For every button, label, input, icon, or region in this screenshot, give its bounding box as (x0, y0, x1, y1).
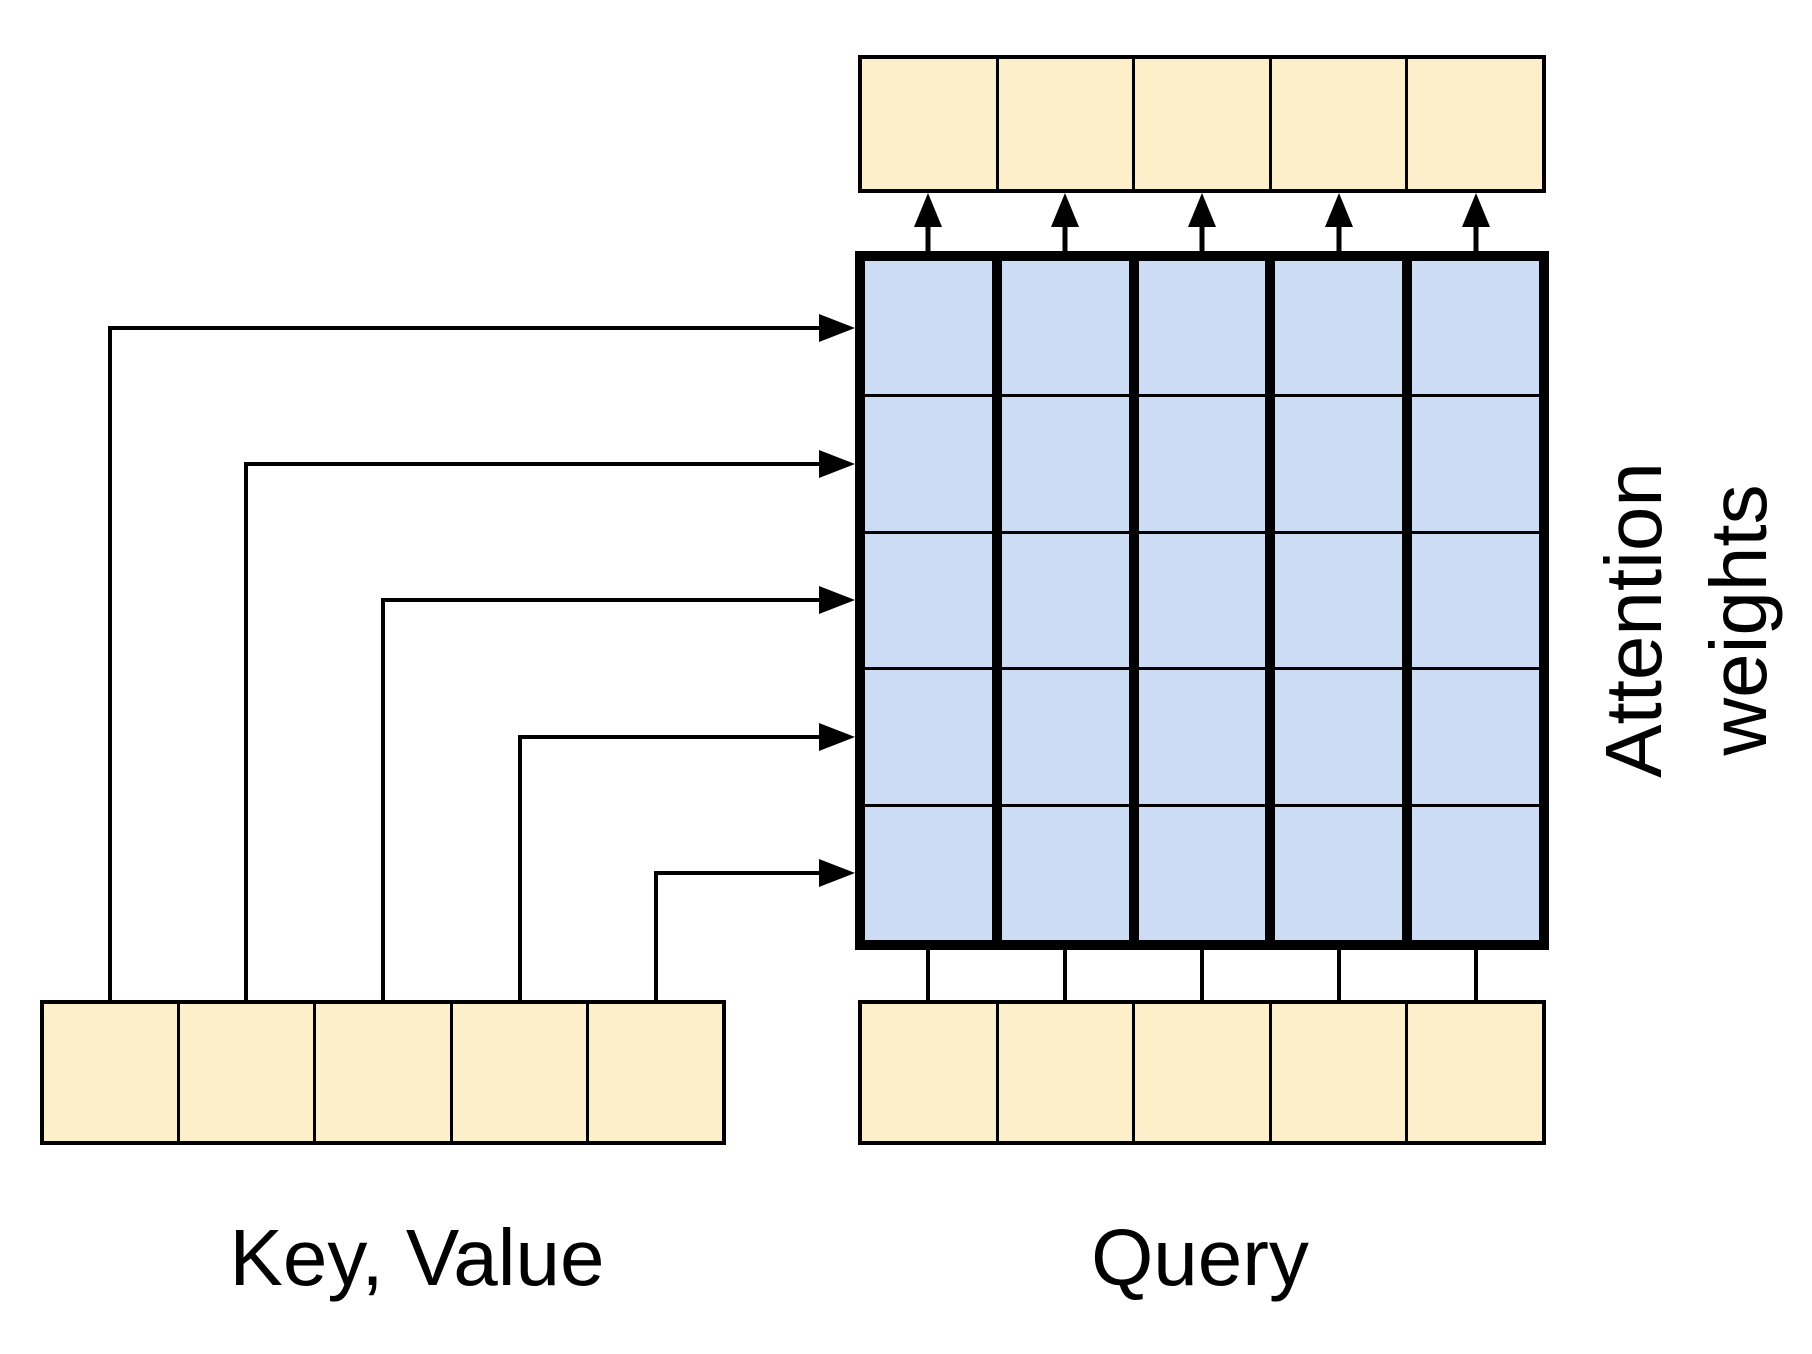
up-arrow-icon (1188, 193, 1216, 251)
query-cell (1135, 1004, 1269, 1141)
key-value-cell (316, 1004, 450, 1141)
elbow-horizontal-line (654, 871, 821, 875)
up-arrow-icon (1462, 193, 1490, 251)
query-connector-line (926, 950, 930, 1000)
query-cell (998, 1004, 1133, 1141)
matrix-cell (1412, 397, 1539, 531)
matrix-cell (1275, 670, 1403, 804)
attention-weights-label: Attention weights (1581, 462, 1791, 778)
matrix-column (1412, 261, 1539, 941)
query-connector-line (1200, 950, 1204, 1000)
matrix-cell (1138, 806, 1266, 941)
matrix-cell (1001, 261, 1129, 395)
elbow-vertical-line (108, 326, 112, 1000)
up-arrow-shaft (1336, 217, 1342, 251)
query-row (858, 1000, 1546, 1145)
output-cell (998, 59, 1133, 189)
up-arrow-icon (1051, 193, 1079, 251)
matrix-column (1275, 261, 1403, 941)
output-cell (862, 59, 996, 189)
attention-weights-label-line1: Attention (1589, 462, 1678, 778)
elbow-vertical-line (654, 871, 658, 1000)
up-arrow-shaft (1062, 217, 1068, 251)
right-arrowhead-icon (819, 450, 855, 478)
matrix-column (1138, 261, 1266, 941)
elbow-horizontal-line (108, 326, 821, 330)
output-cell (1271, 59, 1406, 189)
key-value-label: Key, Value (229, 1213, 605, 1302)
right-arrowhead-icon (819, 723, 855, 751)
query-cell (862, 1004, 996, 1141)
matrix-cell (1412, 670, 1539, 804)
matrix-cell (1001, 397, 1129, 531)
matrix-cell (865, 261, 992, 395)
up-arrow-shaft (1199, 217, 1205, 251)
query-label: Query (1091, 1213, 1309, 1302)
right-arrowhead-icon (819, 586, 855, 614)
key-value-cell (44, 1004, 178, 1141)
matrix-cell (1412, 261, 1539, 395)
matrix-cell (1275, 261, 1403, 395)
elbow-vertical-line (244, 462, 248, 1000)
key-value-cell (588, 1004, 723, 1141)
query-cell (1271, 1004, 1406, 1141)
matrix-cell (1001, 670, 1129, 804)
elbow-horizontal-line (381, 598, 821, 602)
matrix-cell (1275, 806, 1403, 941)
matrix-cell (1275, 533, 1403, 668)
up-arrow-icon (914, 193, 942, 251)
attention-weights-label-line2: weights (1694, 484, 1783, 756)
up-arrow-shaft (925, 217, 931, 251)
output-cell (1408, 59, 1542, 189)
matrix-cell (1001, 533, 1129, 668)
matrix-cell (1138, 261, 1266, 395)
up-arrow-shaft (1473, 217, 1479, 251)
key-value-cell (452, 1004, 586, 1141)
matrix-cell (865, 806, 992, 941)
matrix-cell (865, 670, 992, 804)
query-connector-line (1474, 950, 1478, 1000)
matrix-cell (1412, 533, 1539, 668)
query-connector-line (1063, 950, 1067, 1000)
key-value-row (40, 1000, 726, 1145)
matrix-cell (1412, 806, 1539, 941)
output-cell (1135, 59, 1269, 189)
right-arrowhead-icon (819, 859, 855, 887)
matrix-column (865, 261, 992, 941)
matrix-column (1001, 261, 1129, 941)
output-row (858, 55, 1546, 193)
matrix-cell (1275, 397, 1403, 531)
matrix-cell (865, 533, 992, 668)
matrix-cell (865, 397, 992, 531)
elbow-vertical-line (518, 735, 522, 1000)
right-arrowhead-icon (819, 314, 855, 342)
elbow-horizontal-line (244, 462, 821, 466)
matrix-cell (1001, 806, 1129, 941)
attention-matrix (855, 251, 1549, 950)
elbow-horizontal-line (518, 735, 821, 739)
query-connector-line (1337, 950, 1341, 1000)
elbow-vertical-line (381, 598, 385, 1000)
key-value-cell (180, 1004, 314, 1141)
matrix-cell (1138, 670, 1266, 804)
matrix-cell (1138, 533, 1266, 668)
query-cell (1408, 1004, 1542, 1141)
up-arrow-icon (1325, 193, 1353, 251)
matrix-cell (1138, 397, 1266, 531)
